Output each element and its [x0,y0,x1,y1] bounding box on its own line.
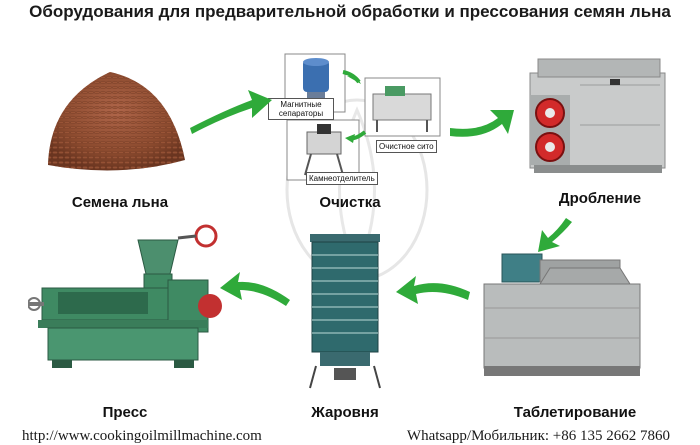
arrow-cleaning-to-crushing [450,110,514,137]
arrow-roasting-to-press [220,272,290,306]
arrow-flaking-to-roasting [396,276,470,304]
footer-website[interactable]: http://www.cookingoilmillmachine.com [22,427,262,445]
footer-bar: http://www.cookingoilmillmachine.com Wha… [0,427,700,445]
arrow-seeds-to-cleaning [190,90,272,134]
footer-contact: Whatsapp/Мобильник: +86 135 2662 7860 [407,427,670,445]
arrow-crushing-to-flaking [538,218,572,252]
